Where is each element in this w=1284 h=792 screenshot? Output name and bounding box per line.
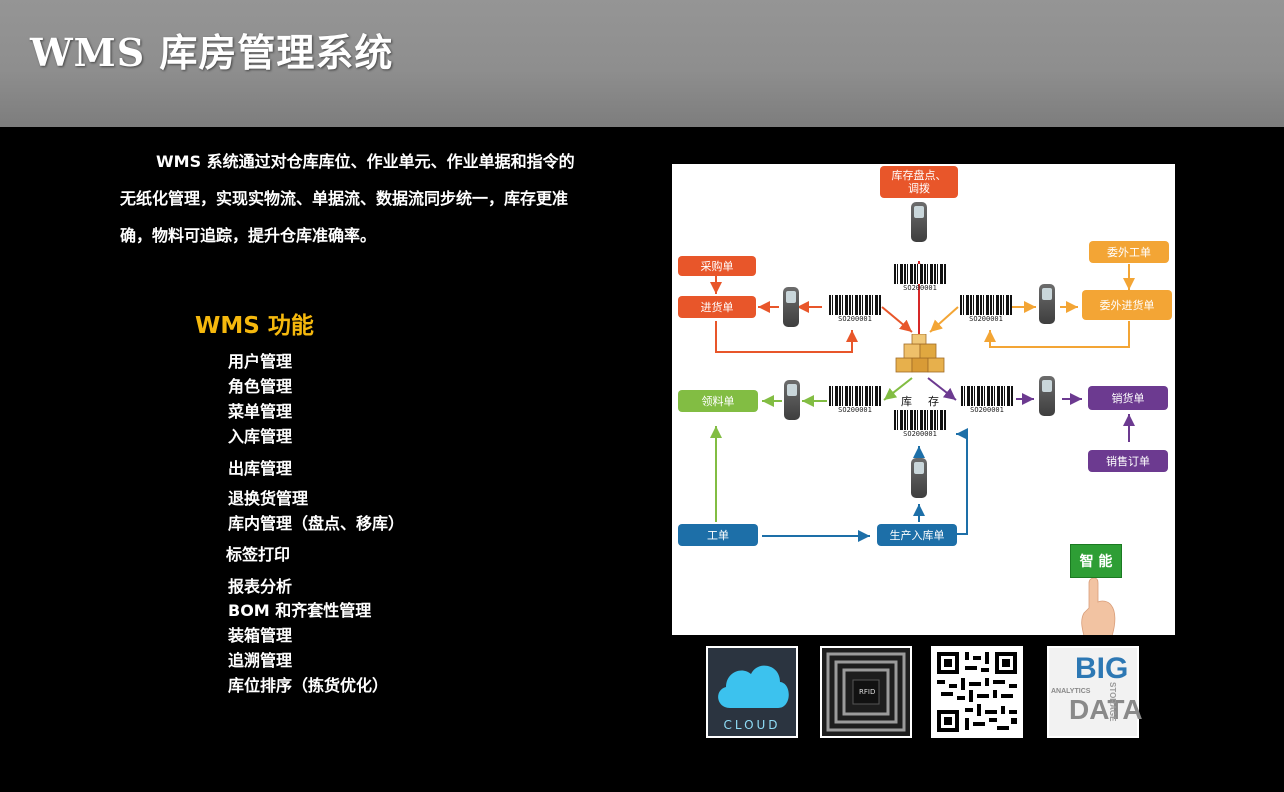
purchase-order-label: 采购单	[700, 259, 734, 273]
barcode: SO200001	[960, 295, 1012, 325]
function-item: 出库管理	[228, 459, 293, 478]
barcode: SO200001	[894, 410, 946, 440]
stock-label-1: 库	[901, 395, 912, 408]
receipt-order-box: 进货单	[678, 296, 756, 318]
smart-button: 智 能	[1070, 544, 1122, 578]
rfid-label: RFID	[859, 688, 876, 696]
sales-order-label: 销售订单	[1106, 454, 1150, 468]
barcode: SO200001	[894, 264, 946, 294]
cloud-icon	[718, 665, 789, 708]
intro-line-3: 确，物料可追踪，提升仓库准确率。	[120, 226, 377, 245]
pointing-hand-icon	[1081, 578, 1116, 635]
cloud-label: CLOUD	[723, 718, 781, 732]
sales-delivery-box: 销货单	[1088, 386, 1168, 410]
scanner-icon	[784, 380, 800, 420]
barcode: SO200001	[961, 386, 1013, 416]
flow-arrows	[710, 202, 1135, 542]
outsource-receipt-box: 委外进货单	[1082, 290, 1172, 320]
material-requisition-label: 领料单	[701, 394, 735, 408]
page-title: WMS 库房管理系统	[30, 30, 394, 75]
sales-order-box: 销售订单	[1088, 450, 1168, 472]
outsource-work-order-label: 委外工单	[1107, 245, 1151, 259]
purchase-order-box: 采购单	[678, 256, 756, 276]
inventory-boxes-icon	[895, 334, 945, 373]
scanner-icon	[1039, 376, 1055, 416]
barcode-text: SO200001	[838, 315, 872, 323]
header-bar: WMS 库房管理系统	[0, 0, 1284, 127]
function-item: 退换货管理	[228, 489, 309, 508]
barcode-text: SO200001	[903, 430, 937, 438]
function-item: 追溯管理	[228, 651, 293, 670]
function-item: 报表分析	[228, 577, 293, 596]
barcode-text: SO200001	[970, 406, 1004, 414]
data-word: DATA	[1069, 694, 1143, 725]
intro-line-2: 无纸化管理，实现实物流、单据流、数据流同步统一，库存更准	[120, 189, 569, 208]
stock-label-2: 存	[928, 395, 939, 408]
barcode: SO200001	[829, 386, 881, 416]
cloud-tile: CLOUD	[706, 646, 798, 738]
sales-delivery-label: 销货单	[1111, 391, 1145, 405]
intro-paragraph: WMS 系统通过对仓库库位、作业单元、作业单据和指令的 无纸化管理，实现实物流、…	[120, 143, 640, 254]
barcode: SO200001	[829, 295, 881, 325]
function-item: 角色管理	[228, 377, 293, 396]
barcode-text: SO200001	[969, 315, 1003, 323]
analytics-word: ANALYTICS	[1051, 688, 1091, 695]
function-item: 库内管理（盘点、移库）	[228, 514, 405, 533]
function-item: 入库管理	[228, 427, 293, 446]
work-order-box: 工单	[678, 524, 758, 546]
scanner-icon	[911, 458, 927, 498]
production-receipt-box: 生产入库单	[877, 524, 957, 546]
outsource-work-order-box: 委外工单	[1089, 241, 1169, 263]
warehouse-flow-diagram: 库存盘点、 调拨 采购单 进货单 委外工单 委外进货单 领料单 销货单 销售订单…	[672, 164, 1175, 635]
function-item: 用户管理	[228, 352, 293, 371]
work-order-label: 工单	[707, 528, 729, 542]
function-item: 库位排序（拣货优化）	[228, 676, 389, 695]
production-receipt-label: 生产入库单	[889, 528, 945, 542]
qr-code-icon	[937, 652, 1017, 732]
big-data-tile: BIG DATA STORAGE ANALYTICS	[1047, 646, 1143, 738]
qr-code-tile	[931, 646, 1023, 738]
barcode-text: SO200001	[903, 284, 937, 292]
scanner-icon	[1039, 284, 1055, 324]
storage-word: STORAGE	[1108, 682, 1117, 722]
scanner-icon	[783, 287, 799, 327]
inventory-check-box: 库存盘点、 调拨	[880, 166, 958, 198]
outsource-receipt-label: 委外进货单	[1099, 298, 1155, 312]
scanner-icon	[911, 202, 927, 242]
big-word: BIG	[1075, 652, 1129, 685]
material-requisition-box: 领料单	[678, 390, 758, 412]
function-item: 菜单管理	[228, 402, 293, 421]
function-item: BOM 和齐套性管理	[228, 601, 372, 620]
barcode-text: SO200001	[838, 406, 872, 414]
intro-line-1: WMS 系统通过对仓库库位、作业单元、作业单据和指令的	[156, 152, 575, 171]
function-item: 装箱管理	[228, 626, 293, 645]
functions-heading: WMS 功能	[195, 313, 314, 339]
rfid-chip-icon	[826, 652, 906, 732]
inventory-check-label: 库存盘点、 调拨	[891, 169, 947, 195]
function-item: 标签打印	[226, 545, 291, 564]
rfid-tile: RFID	[820, 646, 912, 738]
receipt-order-label: 进货单	[700, 300, 734, 314]
